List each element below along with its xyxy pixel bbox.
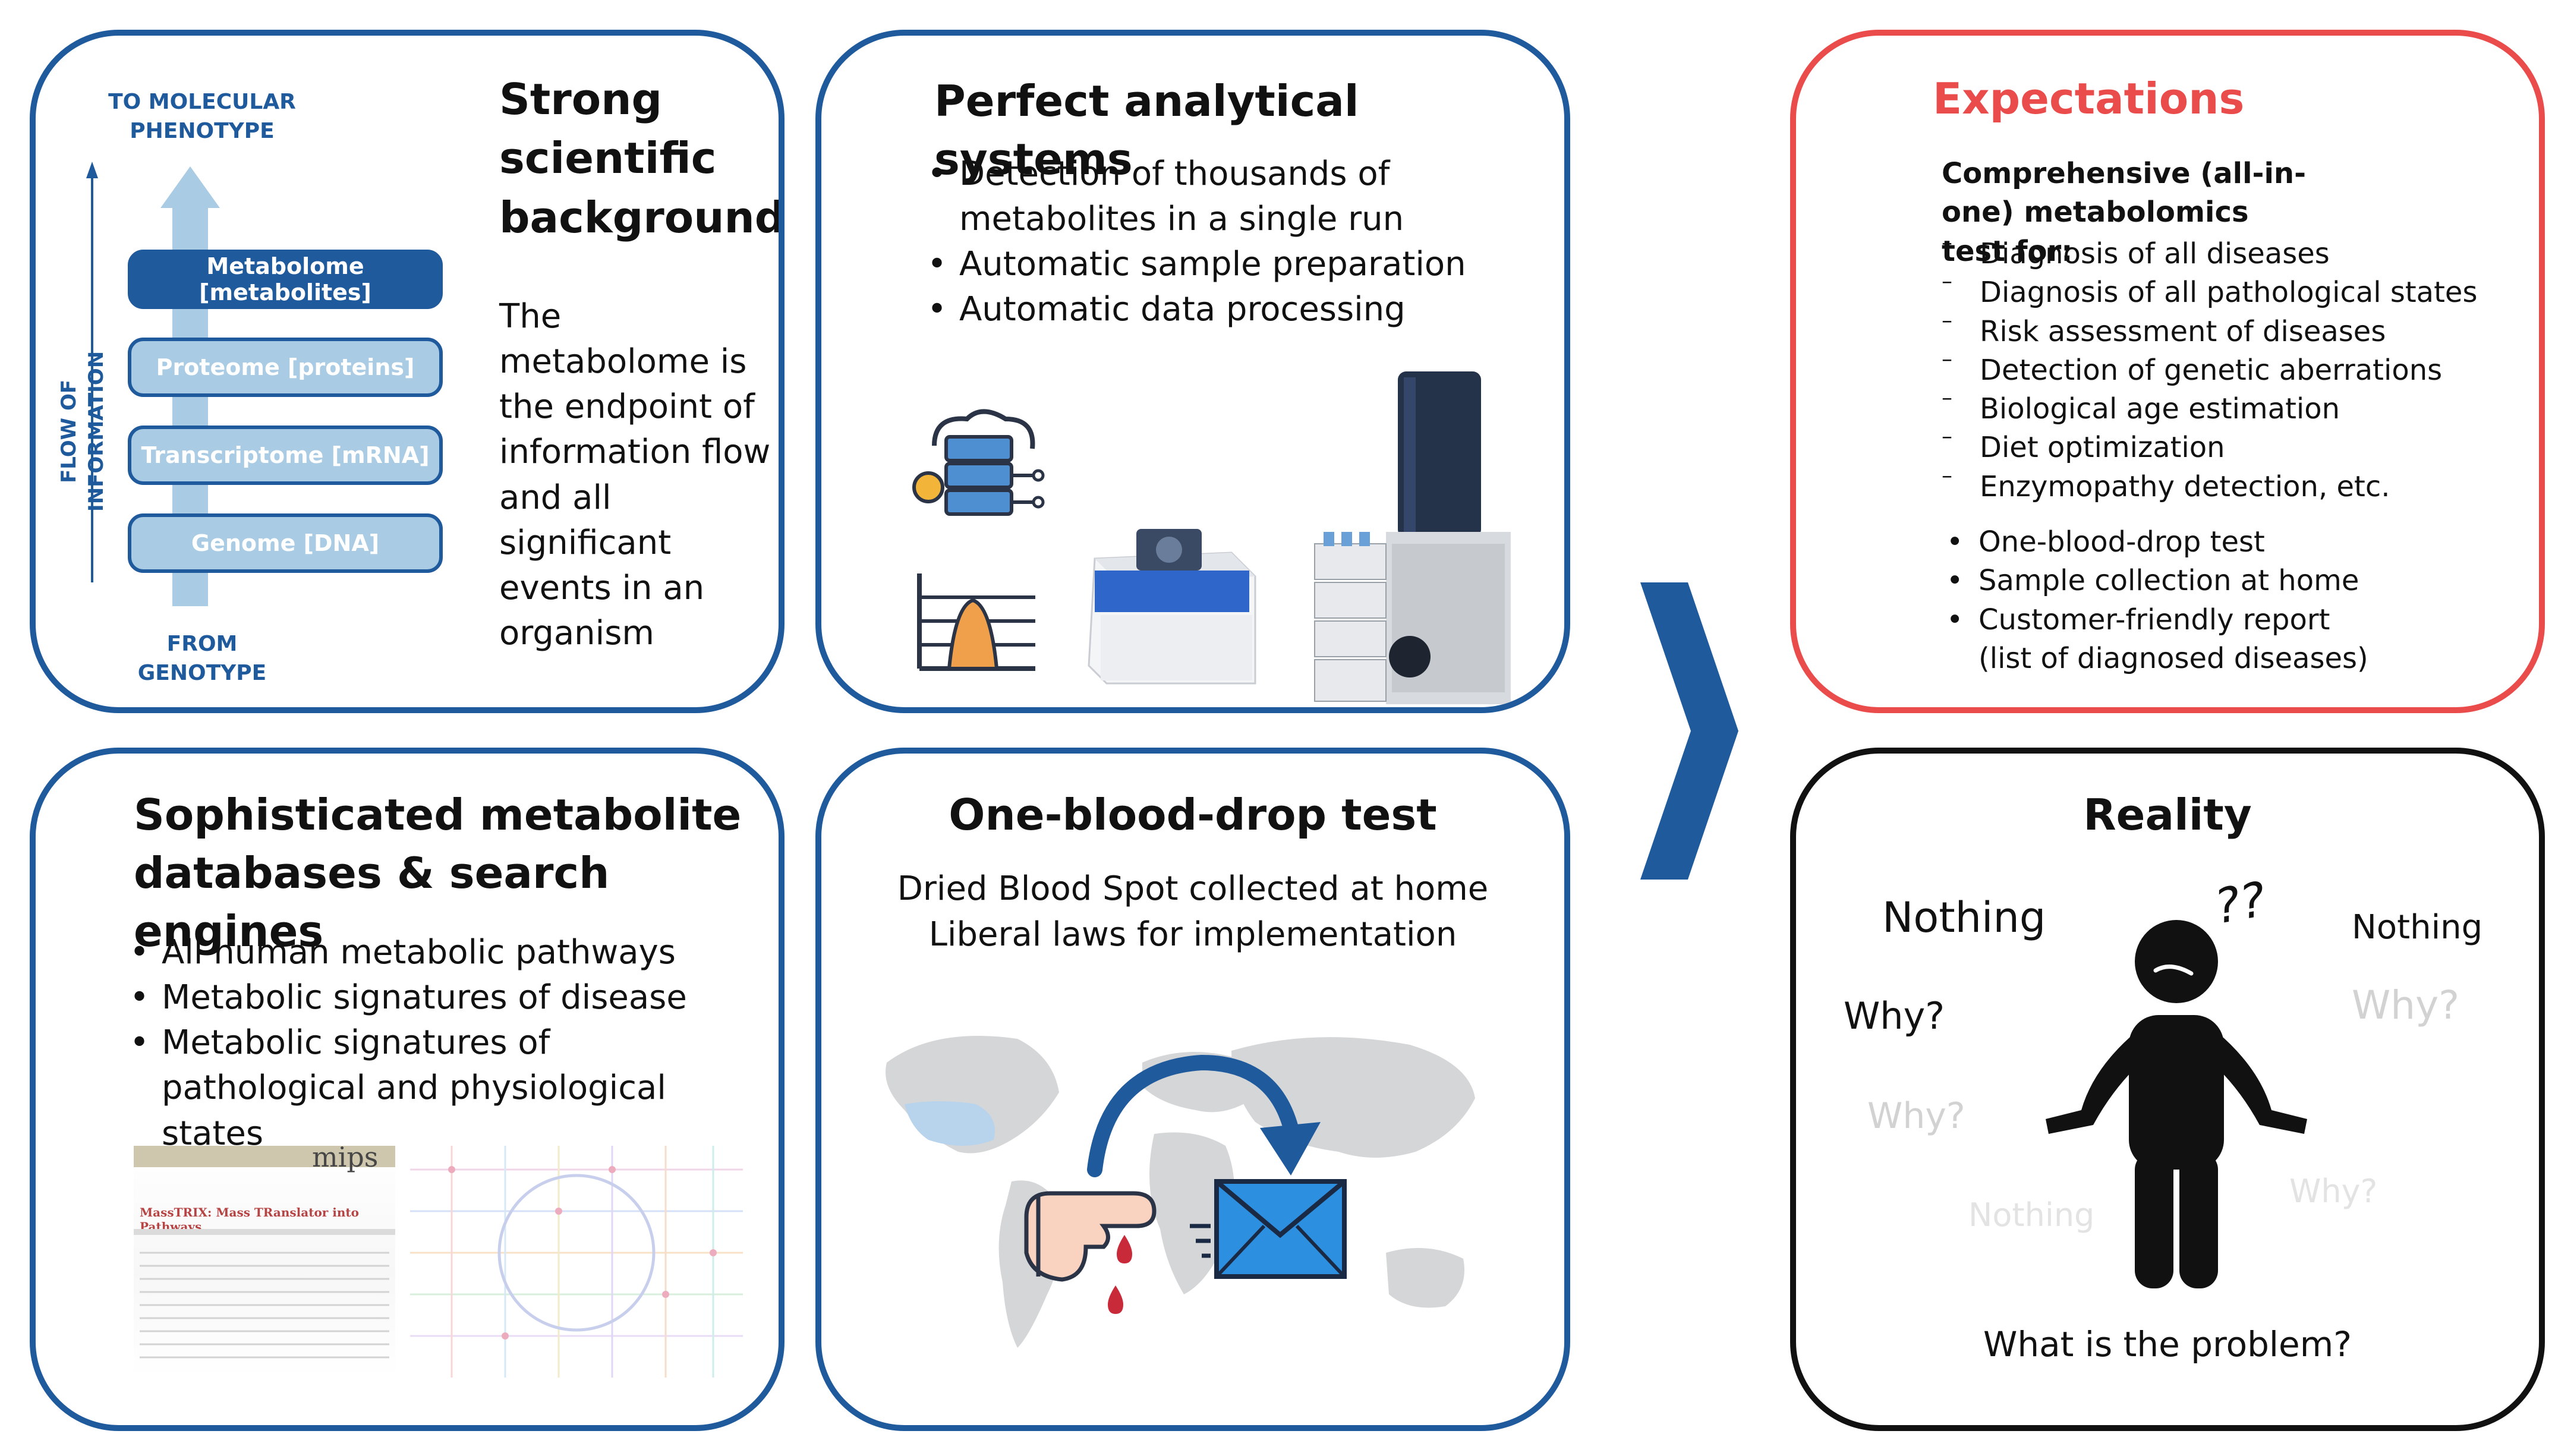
reality-panel: Reality Nothing Nothing Why? Why? Why? N…: [1790, 748, 2545, 1431]
analytical-panel: Perfect analytical systems Detection of …: [815, 30, 1570, 713]
expectations-dash-item: Diagnosis of all pathological states: [1942, 267, 2506, 312]
mips-logo: mips: [312, 1141, 379, 1173]
database-screenshot: mips MassTRIX: Mass TRanslator into Path…: [134, 1141, 395, 1378]
word-nothing-right: Nothing: [2352, 908, 2483, 947]
word-why-4: Why?: [2289, 1173, 2378, 1210]
pathway-map-image: [410, 1146, 743, 1378]
to-molecular-phenotype-label: TO MOLECULAR PHENOTYPE: [108, 90, 296, 143]
blooddrop-panel: One-blood-drop test Dried Blood Spot col…: [815, 748, 1570, 1431]
envelope-icon: [1190, 1179, 1347, 1279]
expectations-bullet: Sample collection at home: [1942, 562, 2387, 601]
expectations-dash-item: Detection of genetic aberrations: [1942, 345, 2506, 390]
confused-person-icon: [2046, 920, 2307, 1288]
from-genotype-label: FROM GENOTYPE: [137, 632, 267, 685]
science-title: Strong scientific background: [499, 74, 785, 242]
databases-bullet: All human metabolic pathways: [125, 930, 749, 975]
word-nothing-large: Nothing: [1882, 893, 2046, 942]
layer-metabolome: Metabolome [metabolites]: [128, 250, 443, 309]
layer-genome: Genome [DNA]: [128, 513, 443, 573]
flow-of-information-axis-label: FLOW OF INFORMATION: [57, 351, 108, 512]
expectations-dash-item: Diet optimization: [1942, 423, 2506, 467]
science-panel: TO MOLECULAR PHENOTYPE FLOW OF INFORMATI…: [30, 30, 785, 713]
expectations-intro: Comprehensive (all-in-one) metabolomics …: [1942, 157, 2306, 268]
chevron-right-icon: [1640, 582, 1738, 880]
analytical-bullets: Detection of thousands of metabolites in…: [922, 152, 1469, 333]
expectations-title: Expectations: [1933, 74, 2245, 124]
word-nothing-faded: Nothing: [1968, 1196, 2095, 1234]
expectations-bullet: Customer-friendly report (list of diagno…: [1942, 601, 2387, 679]
layer-transcriptome: Transcriptome [mRNA]: [128, 426, 443, 485]
databases-bullets: All human metabolic pathways Metabolic s…: [125, 930, 749, 1156]
databases-panel: Sophisticated metabolite databases & sea…: [30, 748, 785, 1431]
blooddrop-line-2: Liberal laws for implementation: [928, 915, 1457, 954]
word-why-3: Why?: [1867, 1095, 1965, 1137]
reality-question: What is the problem?: [1983, 1324, 2352, 1364]
expectations-dash-item: Biological age estimation: [1942, 384, 2506, 428]
finger-blood-drop-icon: [1024, 1191, 1157, 1314]
expectations-dash-item: Risk assessment of diseases: [1942, 306, 2506, 351]
expectations-panel: Expectations Comprehensive (all-in-one) …: [1790, 30, 2545, 713]
analytical-bullet: Automatic data processing: [922, 287, 1469, 332]
question-marks: ??: [2210, 871, 2270, 935]
expectations-dash-item: Enzymopathy detection, etc.: [1942, 462, 2506, 506]
curved-arrow-icon: [1087, 1054, 1321, 1177]
word-why-2: Why?: [2352, 982, 2460, 1028]
expectations-bullet: One-blood-drop test: [1942, 523, 2387, 562]
databases-bullet: Metabolic signatures of disease: [125, 975, 749, 1020]
science-text: The metabolome is the endpoint of inform…: [499, 297, 771, 653]
blooddrop-title: One-blood-drop test: [949, 790, 1437, 840]
expectations-bullets: One-blood-drop test Sample collection at…: [1942, 523, 2387, 678]
analytical-bullet: Automatic sample preparation: [922, 242, 1469, 287]
mass-spectrometer-icon: [1088, 529, 1256, 685]
expectations-dash-item: Diagnosis of all diseases: [1942, 229, 2506, 273]
lc-ms-system-icon: [1314, 371, 1511, 704]
layer-proteome: Proteome [proteins]: [128, 338, 443, 397]
word-why-1: Why?: [1844, 994, 1945, 1038]
expectations-dash-list: Diagnosis of all diseases Diagnosis of a…: [1942, 229, 2506, 506]
chromatogram-icon: [917, 573, 1035, 671]
server-cloud-icon: [912, 409, 1045, 516]
reality-title: Reality: [2083, 790, 2252, 840]
analytical-bullet: Detection of thousands of metabolites in…: [922, 152, 1469, 242]
blooddrop-line-1: Dried Blood Spot collected at home: [897, 869, 1489, 908]
